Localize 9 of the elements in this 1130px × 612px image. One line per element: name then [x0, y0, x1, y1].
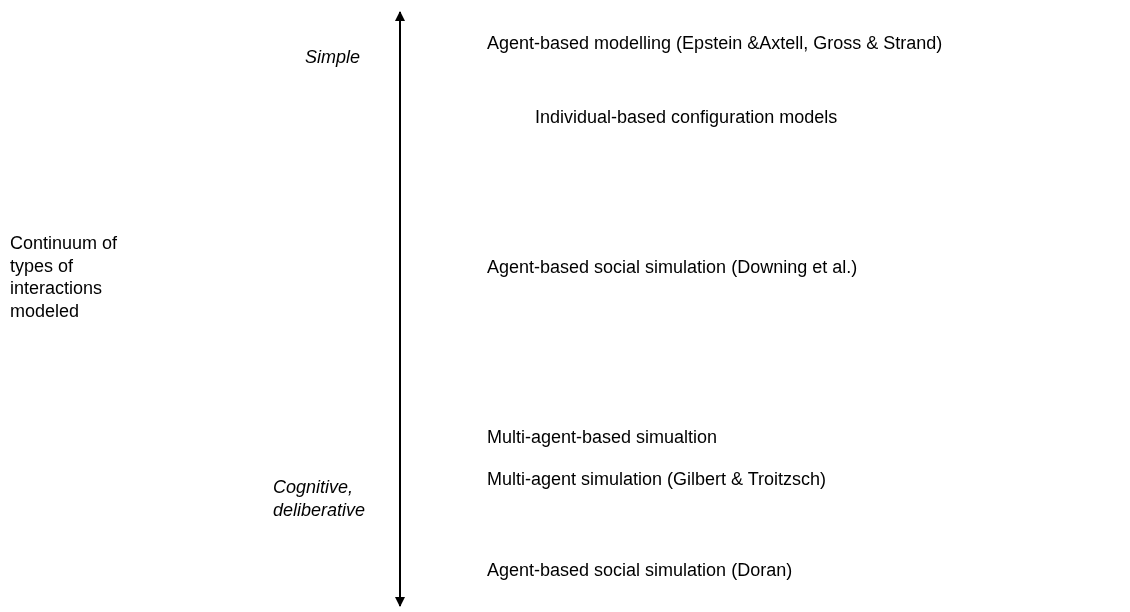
- model-type-label: Agent-based social simulation (Downing et al.): [487, 256, 858, 279]
- model-type-label: Agent-based modelling (Epstein &Axtell, Gross & Strand): [487, 32, 943, 55]
- model-type-label: Agent-based social simulation (Doran): [487, 559, 793, 582]
- model-type-label: Multi-agent simulation (Gilbert & Troitzsch): [487, 468, 827, 491]
- axis-end-label: Cognitive, deliberative: [273, 476, 367, 522]
- model-type-label: Multi-agent-based simualtion: [487, 426, 718, 449]
- axis-end-label: Simple: [305, 46, 361, 69]
- axis-label: Continuum of types of interactions modeled: [10, 232, 119, 323]
- model-type-label: Individual-based configuration models: [535, 106, 838, 129]
